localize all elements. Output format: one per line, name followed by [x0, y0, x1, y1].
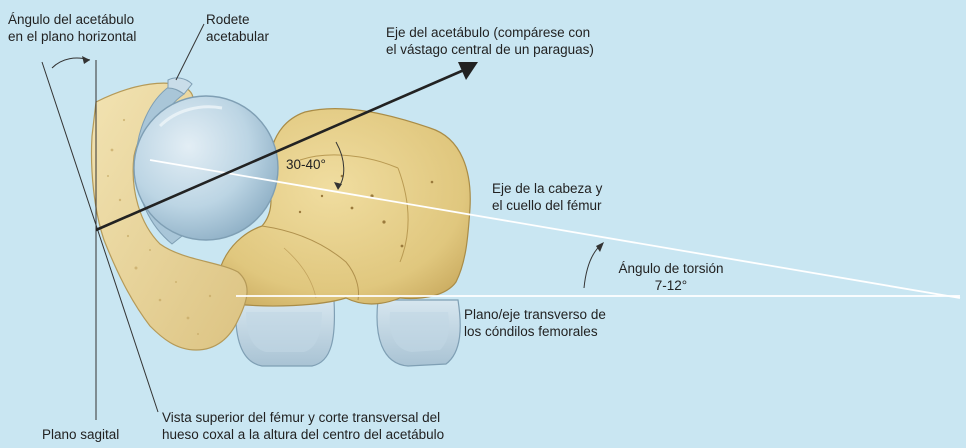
label-line: acetabular — [206, 29, 269, 44]
label-superior-view: Vista superior del fémur y corte transve… — [162, 409, 444, 443]
label-line: Plano/eje transverso de — [464, 307, 606, 322]
label-torsion-angle: Ángulo de torsión 7-12° — [606, 260, 736, 294]
label-line: el vástago central de un paraguas) — [386, 42, 594, 57]
femoral-condyles — [236, 300, 461, 366]
label-angle-30-40: 30-40° — [286, 156, 326, 173]
label-line: Ángulo de torsión — [618, 261, 723, 276]
label-line: Eje de la cabeza y — [492, 181, 602, 196]
label-line: Rodete — [206, 12, 250, 27]
label-femoral-neck-axis: Eje de la cabeza y el cuello del fémur — [492, 180, 602, 214]
label-acetabular-axis: Eje del acetábulo (compárese con el vást… — [386, 24, 594, 58]
label-acetabular-angle: Ángulo del acetábulo en el plano horizon… — [8, 11, 136, 45]
label-condylar-plane: Plano/eje transverso de los cóndilos fem… — [464, 306, 606, 340]
label-line: Ángulo del acetábulo — [8, 12, 134, 27]
label-line: hueso coxal a la altura del centro del a… — [162, 427, 444, 442]
label-line: Vista superior del fémur y corte transve… — [162, 410, 440, 425]
label-line: en el plano horizontal — [8, 29, 136, 44]
label-sagittal-plane: Plano sagital — [42, 426, 119, 443]
label-line: 7-12° — [655, 278, 687, 293]
femoral-head — [134, 96, 278, 240]
leader-lines — [176, 24, 204, 80]
label-line: Eje del acetábulo (compárese con — [386, 25, 590, 40]
label-line: los cóndilos femorales — [464, 324, 598, 339]
label-line: el cuello del fémur — [492, 198, 602, 213]
label-acetabular-labrum: Rodete acetabular — [206, 11, 269, 45]
